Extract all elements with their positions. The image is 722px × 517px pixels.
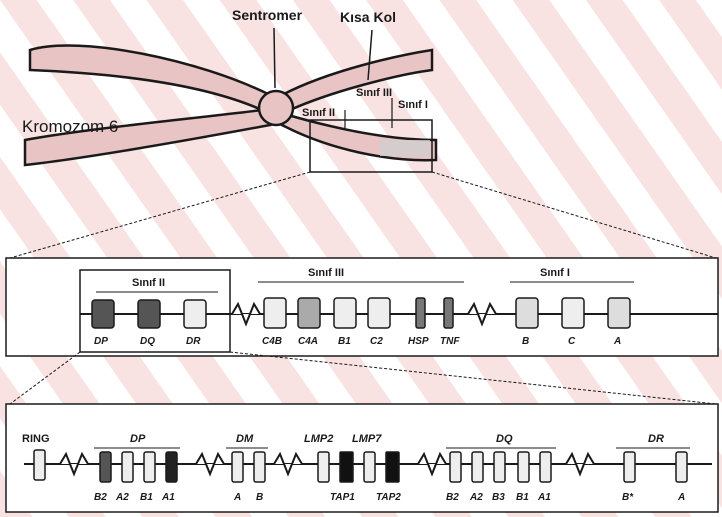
map-class-iii-label: Sınıf III bbox=[308, 267, 344, 279]
gene-box-ring bbox=[34, 450, 45, 480]
gene-box-c2 bbox=[368, 298, 390, 328]
gene-box-dr-a bbox=[676, 452, 687, 482]
gene-label-tap1: TAP1 bbox=[330, 492, 355, 503]
gene-label-c4b: C4B bbox=[262, 336, 282, 347]
mhc-region-highlight bbox=[380, 140, 430, 156]
gene-box-dp bbox=[92, 300, 114, 328]
gene-box-tap1 bbox=[340, 452, 353, 482]
centromere-pointer bbox=[274, 28, 275, 88]
gene-label-dq-b1: B1 bbox=[516, 492, 529, 503]
gene-label-dr-a: A bbox=[677, 492, 685, 503]
short-arm-label: Kısa Kol bbox=[340, 9, 396, 25]
gene-label-tnf: TNF bbox=[440, 336, 460, 347]
gene-label-b1: B1 bbox=[338, 336, 351, 347]
gene-box-dq bbox=[138, 300, 160, 328]
group-label-lmp2: LMP2 bbox=[304, 433, 333, 445]
map-class-ii-label: Sınıf II bbox=[132, 277, 165, 289]
gene-box-a bbox=[608, 298, 630, 328]
gene-box-tnf bbox=[444, 298, 453, 328]
gene-box-dm-b bbox=[254, 452, 265, 482]
gene-box-dp-a2 bbox=[122, 452, 133, 482]
gene-box-tap2 bbox=[386, 452, 399, 482]
gene-label-dr: DR bbox=[186, 336, 201, 347]
gene-box-dq-a2 bbox=[472, 452, 483, 482]
gene-label-dp-a1: A1 bbox=[161, 492, 175, 503]
group-label-lmp7: LMP7 bbox=[352, 433, 382, 445]
gene-label-dp: DP bbox=[94, 336, 108, 347]
gene-label-dq-b3: B3 bbox=[492, 492, 505, 503]
gene-label-dp-b2: B2 bbox=[94, 492, 107, 503]
gene-label-tap2: TAP2 bbox=[376, 492, 401, 503]
gene-label-dr-b: B* bbox=[622, 492, 634, 503]
gene-label-dp-b1: B1 bbox=[140, 492, 153, 503]
gene-label-c: C bbox=[568, 336, 576, 347]
gene-label-dp-a2: A2 bbox=[115, 492, 129, 503]
gene-box-hsp bbox=[416, 298, 425, 328]
class-ii-detail-panel bbox=[6, 404, 718, 512]
gene-box-dr bbox=[184, 300, 206, 328]
gene-box-dq-a1 bbox=[540, 452, 551, 482]
gene-label-dm-a: A bbox=[233, 492, 241, 503]
gene-box-dp-a1 bbox=[166, 452, 177, 482]
gene-label-dq-a1: A1 bbox=[537, 492, 551, 503]
gene-box-dp-b2 bbox=[100, 452, 111, 482]
gene-label-dq: DQ bbox=[140, 336, 155, 347]
gene-box-dq-b2 bbox=[450, 452, 461, 482]
gene-box-c4b bbox=[264, 298, 286, 328]
centromere-label: Sentromer bbox=[232, 7, 303, 23]
group-label-dq: DQ bbox=[496, 433, 513, 445]
gene-box-lmp7 bbox=[364, 452, 375, 482]
gene-box-b bbox=[516, 298, 538, 328]
gene-box-lmp2 bbox=[318, 452, 329, 482]
chromosome-class-ii-label: Sınıf II bbox=[302, 107, 335, 119]
map-class-i-label: Sınıf I bbox=[540, 267, 570, 279]
gene-box-c bbox=[562, 298, 584, 328]
group-label-dm: DM bbox=[236, 433, 254, 445]
gene-label-dq-a2: A2 bbox=[469, 492, 483, 503]
group-label-dp: DP bbox=[130, 433, 146, 445]
chromosome-class-iii-label: Sınıf III bbox=[356, 87, 392, 99]
gene-label-dq-b2: B2 bbox=[446, 492, 459, 503]
gene-label-c4a: C4A bbox=[298, 336, 318, 347]
gene-box-dr-b bbox=[624, 452, 635, 482]
ring-label: RING bbox=[22, 433, 50, 445]
centromere bbox=[259, 91, 293, 125]
gene-box-dq-b1 bbox=[518, 452, 529, 482]
chromosome-class-i-label: Sınıf I bbox=[398, 99, 428, 111]
gene-label-hsp: HSP bbox=[408, 336, 429, 347]
gene-box-c4a bbox=[298, 298, 320, 328]
gene-label-b: B bbox=[522, 336, 529, 347]
gene-label-a: A bbox=[613, 336, 621, 347]
gene-label-dm-b: B bbox=[256, 492, 263, 503]
gene-label-c2: C2 bbox=[370, 336, 383, 347]
group-label-dr: DR bbox=[648, 433, 664, 445]
gene-box-dp-b1 bbox=[144, 452, 155, 482]
gene-box-dq-b3 bbox=[494, 452, 505, 482]
gene-box-b1 bbox=[334, 298, 356, 328]
chromosome-name: Kromozom 6 bbox=[22, 117, 118, 136]
gene-box-dm-a bbox=[232, 452, 243, 482]
